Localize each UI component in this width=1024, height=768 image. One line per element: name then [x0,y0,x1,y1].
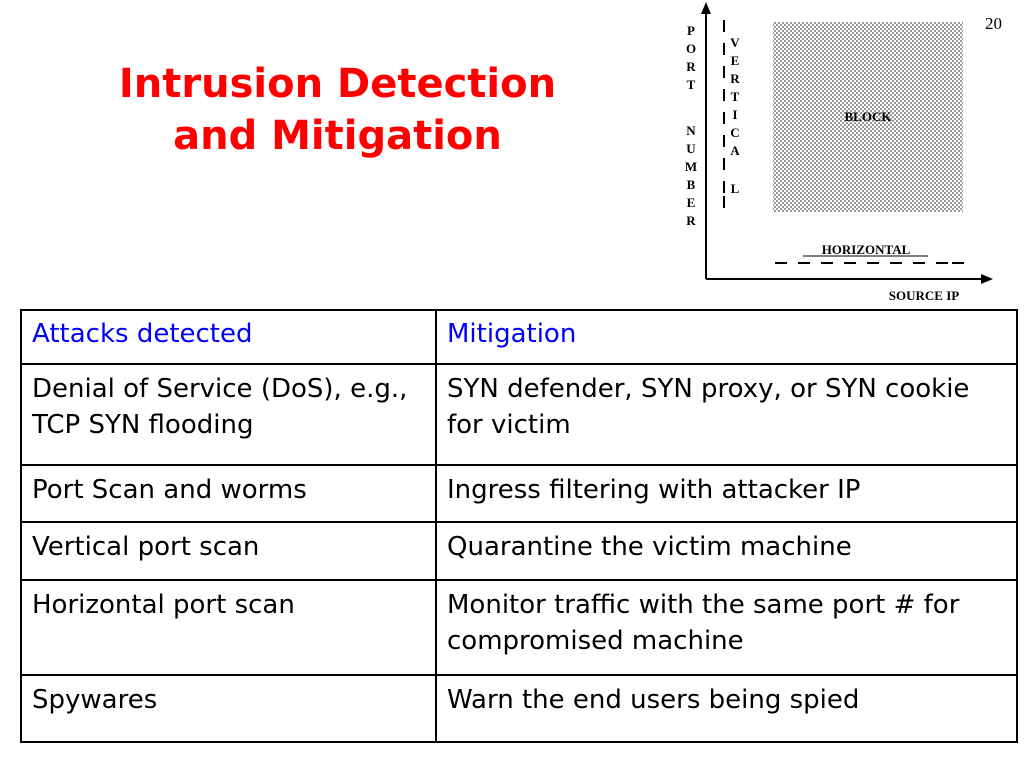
attack-cell: Port Scan and worms [20,464,437,523]
port-scan-diagram: P O R T N U M B E R V E R T I C A [685,2,993,303]
title-line-1: Intrusion Detection [118,61,557,107]
vertical-letter: L [731,181,740,196]
vertical-letter: T [731,89,740,104]
vertical-letter: C [730,125,739,140]
y-axis-label: P O R T N U M B E R [685,23,697,228]
table-row: Denial of Service (DoS), e.g., TCP SYN f… [20,363,1018,466]
y-label-letter: E [687,195,696,210]
attack-cell: Horizontal port scan [20,579,437,676]
title-line-2: and Mitigation [173,113,502,159]
attack-cell: Vertical port scan [20,521,437,581]
table-row: Horizontal port scan Monitor traffic wit… [20,579,1018,676]
header-attacks-detected: Attacks detected [20,309,437,365]
y-label-letter: P [687,23,695,38]
mitigation-cell: Ingress filtering with attacker IP [435,464,1018,523]
x-axis-label: SOURCE IP [889,288,959,303]
axes [705,8,987,280]
horizontal-label: HORIZONTAL [822,242,911,257]
attacks-mitigation-table: Attacks detected Mitigation Denial of Se… [20,309,1018,743]
header-mitigation: Mitigation [435,309,1018,365]
y-axis-arrow-icon [701,2,711,14]
y-label-letter: M [685,159,697,174]
vertical-letter: E [731,53,740,68]
vertical-letter: I [732,107,737,122]
y-label-letter: U [686,141,696,156]
vertical-letter: A [730,143,740,158]
vertical-letter: R [730,71,740,86]
y-label-letter: T [687,77,696,92]
attack-cell: Denial of Service (DoS), e.g., TCP SYN f… [20,363,437,466]
block-label: BLOCK [845,109,893,124]
y-label-letter: B [687,177,696,192]
table-row: Spywares Warn the end users being spied [20,674,1018,743]
x-axis-arrow-icon [981,274,993,284]
y-label-letter: O [686,41,696,56]
vertical-label: V E R T I C A L [730,35,740,196]
mitigation-cell: SYN defender, SYN proxy, or SYN cookie f… [435,363,1018,466]
table-row: Vertical port scan Quarantine the victim… [20,521,1018,581]
y-label-letter: R [686,59,696,74]
y-label-letter: R [686,213,696,228]
vertical-letter: V [730,35,740,50]
table-header-row: Attacks detected Mitigation [20,309,1018,365]
slide-number: 20 [985,14,1002,33]
mitigation-cell: Monitor traffic with the same port # for… [435,579,1018,676]
mitigation-cell: Quarantine the victim machine [435,521,1018,581]
y-label-letter: N [686,123,696,138]
table-row: Port Scan and worms Ingress filtering wi… [20,464,1018,523]
attack-cell: Spywares [20,674,437,743]
slide-title: Intrusion Detection and Mitigation [60,58,615,162]
mitigation-cell: Warn the end users being spied [435,674,1018,743]
block-region [773,22,963,212]
